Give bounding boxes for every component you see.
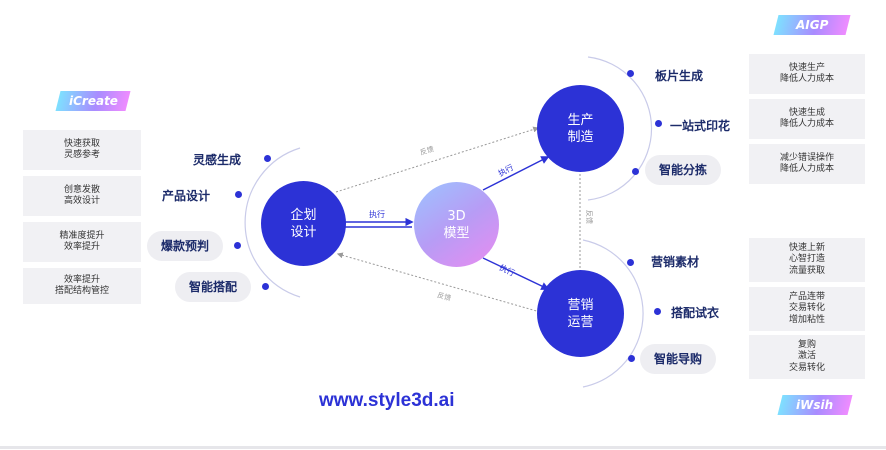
step-inspiration: 灵感生成 [193,153,242,167]
feedback-design-production [335,126,540,193]
tag-aigp: AIGP [773,15,851,35]
dot-smart-sorting [632,168,639,175]
dot-hit-prediction [234,242,241,249]
tag-iwsih: iWsih [777,395,853,415]
node-design: 企划设计 [261,181,346,266]
design-arc [244,147,301,298]
tag-icreate: iCreate [55,91,131,111]
step-smart-sorting: 智能分拣 [645,155,722,185]
left-box-4: 效率提升搭配结构管控 [23,268,141,304]
dot-pattern-generation [627,70,634,77]
dot-virtual-fitting [654,308,661,315]
right-bottom-box-2: 产品连带交易转化增加粘性 [749,287,865,331]
left-box-2: 创意发散高效设计 [23,176,141,216]
execute-arrow-model-marketing [482,257,550,290]
feedback-marketing-design [336,252,541,313]
right-top-box-1: 快速生产降低人力成本 [749,54,865,94]
node-production: 生产制造 [537,85,624,172]
step-smart-shopping-guide: 智能导购 [640,344,717,374]
step-pattern-generation: 板片生成 [655,69,704,83]
right-top-box-3: 减少错误操作降低人力成本 [749,144,865,184]
node-marketing: 营销运营 [537,270,624,357]
left-box-3: 精准度提升效率提升 [23,222,141,262]
left-box-1: 快速获取灵感参考 [23,130,141,170]
step-product-design: 产品设计 [162,189,211,203]
step-hit-prediction: 爆款预判 [147,231,224,261]
step-virtual-fitting: 搭配试衣 [671,306,720,320]
label-feedback-right: 反馈 [585,210,593,224]
step-one-stop-printing: 一站式印花 [670,119,731,133]
production-arc [587,56,653,201]
right-top-box-2: 快速生成降低人力成本 [749,99,865,139]
bottom-divider [0,446,886,449]
website-url[interactable]: www.style3d.ai [319,390,455,411]
step-marketing-materials: 营销素材 [651,255,700,269]
execute-arrow-model-production [482,156,550,191]
dot-marketing-materials [627,259,634,266]
right-bottom-box-1: 快速上新心智打造流量获取 [749,238,865,282]
label-execute-design: 执行 [369,210,385,219]
dot-smart-shopping-guide [628,355,635,362]
dot-inspiration [264,155,271,162]
dot-one-stop-printing [655,120,662,127]
step-smart-matching: 智能搭配 [175,272,252,302]
dot-smart-matching [262,283,269,290]
dot-product-design [235,191,242,198]
right-bottom-box-3: 复购激活交易转化 [749,335,865,379]
marketing-arc [582,239,644,388]
